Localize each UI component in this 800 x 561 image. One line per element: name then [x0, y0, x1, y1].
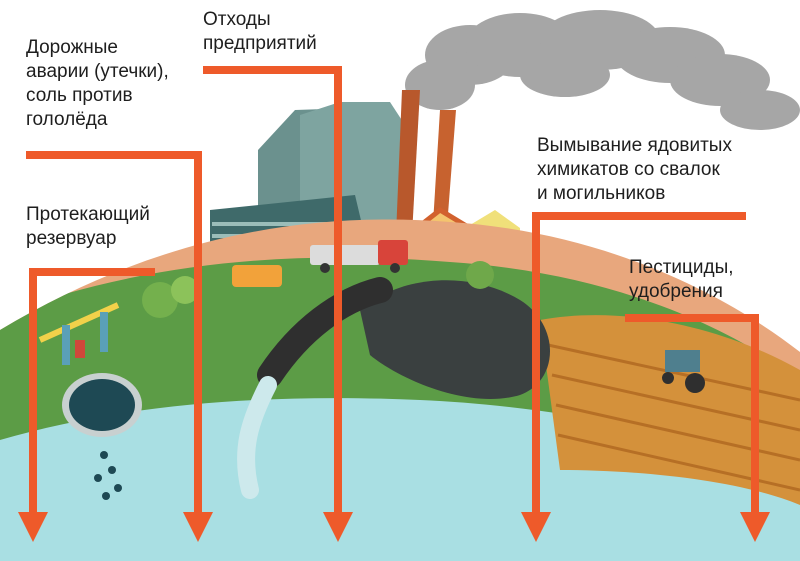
arrow-tank [18, 268, 155, 542]
label-industrial-waste: Отходы предприятий [203, 9, 317, 54]
tractor [662, 350, 705, 393]
arrow-pesticides [625, 314, 770, 542]
gas-station [38, 302, 120, 365]
smoke-cloud [405, 10, 800, 130]
label-leaking-reservoir: Протекающий резервуар [26, 204, 150, 249]
arrow-road [26, 151, 213, 542]
tank-hole [62, 373, 142, 500]
label-road-accidents: Дорожные аварии (утечки), соль против го… [26, 37, 169, 130]
chimneys [396, 90, 456, 240]
label-pesticides: Пестициды, удобрения [629, 257, 734, 302]
road-vehicles [232, 240, 408, 287]
arrow-waste [203, 66, 353, 542]
arrow-leaching [521, 212, 746, 542]
waste-pipe [237, 277, 393, 499]
label-toxic-leaching: Вымывание ядовитых химикатов со свалок и… [537, 135, 732, 204]
